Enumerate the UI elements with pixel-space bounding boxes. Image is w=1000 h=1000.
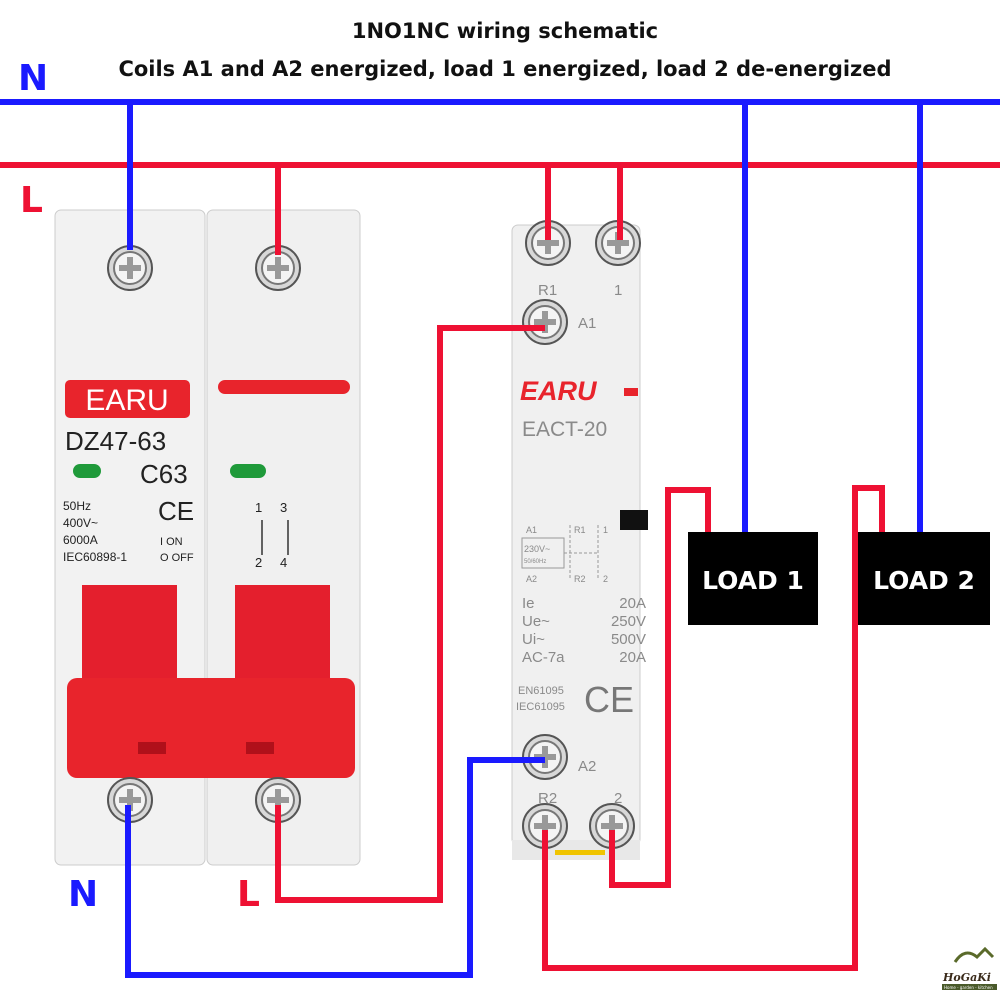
neutral-label-top: N	[18, 58, 48, 99]
line-label-bottom: L	[237, 874, 260, 915]
terminal-label: R1	[538, 282, 557, 299]
standard-label: EN61095	[518, 685, 564, 697]
breaker-spec: 50Hz	[63, 499, 91, 513]
load1-wire	[609, 487, 711, 888]
spec-value: 250V	[611, 613, 646, 630]
breaker-indicator	[230, 464, 266, 478]
schematic-label: R1	[574, 525, 586, 535]
load-1-label: LOAD 1	[702, 566, 804, 595]
spec-name: Ue~	[522, 613, 550, 630]
spec-value: 20A	[619, 649, 646, 666]
breaker-off-label: O OFF	[160, 552, 194, 564]
terminal-label: A2	[578, 758, 596, 775]
contactor-ce-mark: CE	[584, 679, 634, 720]
terminal-label: 2	[255, 555, 262, 570]
diagram-subtitle: Coils A1 and A2 energized, load 1 energi…	[118, 57, 891, 81]
schematic-label: A1	[526, 525, 537, 535]
schematic-label: R2	[574, 574, 586, 584]
spec-name: Ie	[522, 595, 535, 612]
breaker-indicator	[73, 464, 101, 478]
terminal-label: A1	[578, 315, 596, 332]
status-window	[620, 510, 648, 530]
logo-tagline: Home - garden - kitchen	[944, 985, 993, 990]
coil-rating: 230V~	[524, 544, 550, 554]
terminal-label: R2	[538, 790, 557, 807]
terminal-label: 3	[280, 500, 287, 515]
spec-value: 500V	[611, 631, 646, 648]
diagram-title: 1NO1NC wiring schematic	[352, 19, 658, 43]
schematic-label: 1	[603, 525, 608, 535]
line-label-top: L	[20, 180, 43, 221]
contactor-model: EACT-20	[522, 418, 607, 441]
schematic-label: 2	[603, 574, 608, 584]
contactor-brand: EARU	[520, 376, 598, 406]
breaker-rating: C63	[140, 459, 188, 489]
terminal-label: 1	[255, 500, 262, 515]
schematic-label: A2	[526, 574, 537, 584]
breaker-ce-mark: CE	[158, 496, 194, 526]
breaker-brand: EARU	[85, 384, 168, 417]
coil-a2-wire	[125, 757, 545, 978]
load-2-box	[858, 532, 990, 625]
load-2-label: LOAD 2	[873, 566, 975, 595]
load-1-box	[688, 532, 818, 625]
breaker-on-label: I ON	[160, 536, 183, 548]
standard-label: IEC61095	[516, 701, 565, 713]
contactor-feed-wire	[545, 165, 623, 240]
contactor: R1 1 A1 EARU EACT-20 230V~ 50/60Hz A1 A2…	[511, 220, 648, 860]
breaker-spec: IEC60898-1	[63, 550, 127, 564]
breaker-toggle-bar[interactable]	[67, 678, 355, 778]
breaker-spec: 400V~	[63, 516, 98, 530]
circuit-breaker: EARU DZ47-63 C63 CE 50Hz 400V~ 6000A IEC…	[54, 209, 361, 866]
coil-frequency: 50/60Hz	[524, 559, 546, 565]
breaker-handle[interactable]	[235, 585, 330, 685]
breaker-spec: 6000A	[63, 533, 98, 547]
terminal-label: 1	[614, 282, 622, 299]
coil-a1-wire	[275, 325, 545, 903]
load2-wire	[542, 485, 885, 971]
logo-name: HoGaKi	[942, 971, 991, 984]
neutral-label-bottom: N	[68, 874, 98, 915]
breaker-handle[interactable]	[82, 585, 177, 685]
terminal-label: 4	[280, 555, 287, 570]
terminal-label: 2	[614, 790, 622, 807]
spec-name: AC-7a	[522, 649, 565, 666]
spec-value: 20A	[619, 595, 646, 612]
spec-name: Ui~	[522, 631, 545, 648]
breaker-model: DZ47-63	[65, 426, 166, 456]
load-neutral-wire	[742, 102, 923, 532]
hogaki-logo: HoGaKi Home - garden - kitchen	[942, 946, 997, 990]
